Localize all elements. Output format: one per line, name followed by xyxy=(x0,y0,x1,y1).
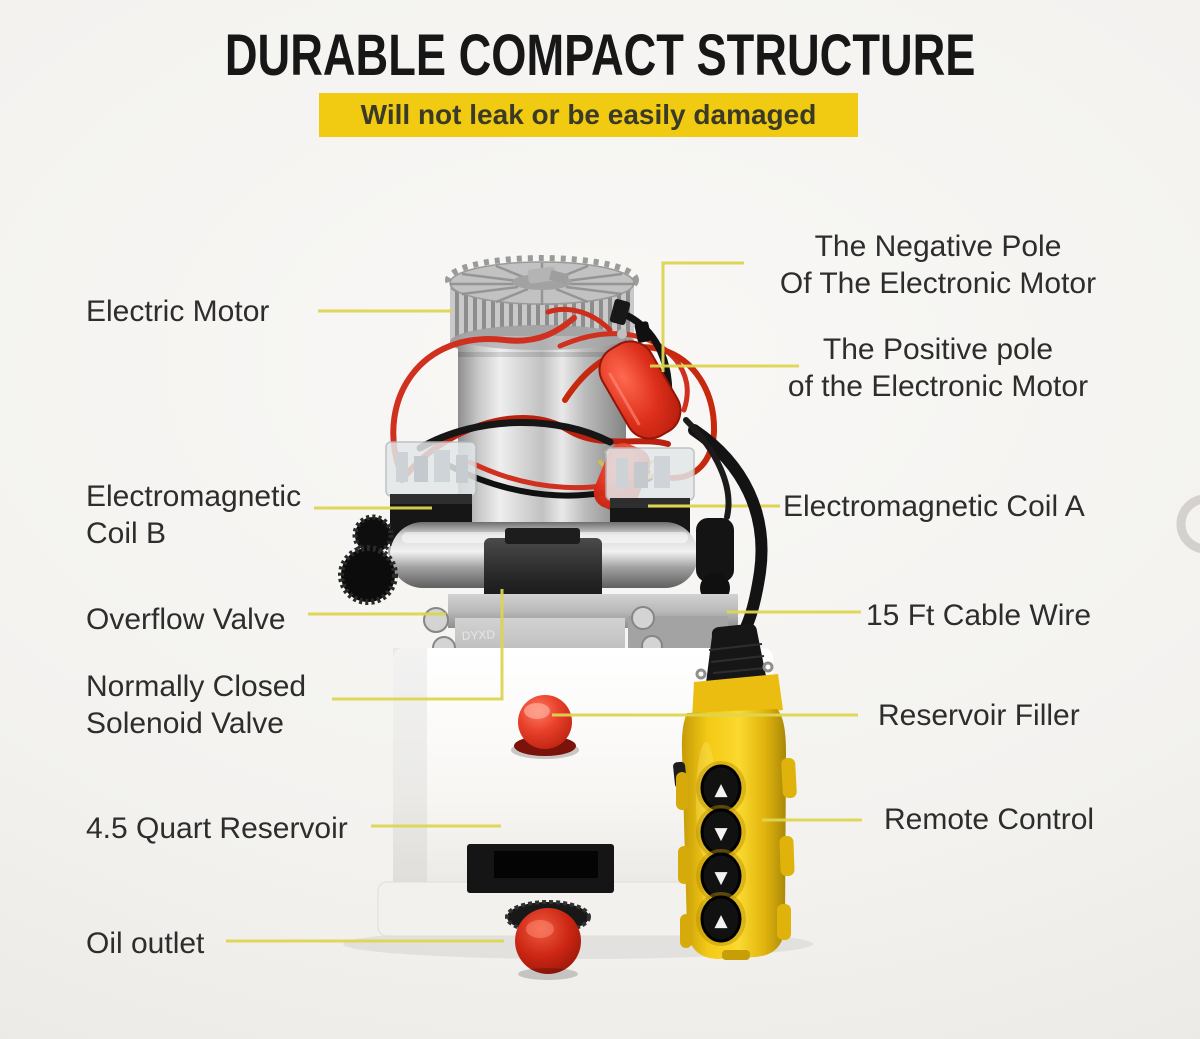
knurled-knob-small xyxy=(352,514,394,556)
overflow-valve-fitting xyxy=(423,607,449,633)
motor-hub-block2 xyxy=(549,269,569,285)
coil-b-body-top xyxy=(390,494,472,504)
coil-internal xyxy=(414,456,428,482)
red-wire xyxy=(545,307,613,333)
motor-seam-line xyxy=(458,352,626,357)
label-line: Normally Closed xyxy=(86,670,307,703)
tank-left-shade xyxy=(393,648,427,904)
page-title: DURABLE COMPACT STRUCTURE xyxy=(224,23,976,88)
coil-internal xyxy=(616,458,628,488)
label-line: Reservoir Filler xyxy=(878,699,1080,732)
pendant-bump xyxy=(678,846,690,884)
label-reservoir-filler: Reservoir Filler xyxy=(878,697,1080,734)
pendant-bump xyxy=(676,772,688,810)
label-normally-closed-solenoid-valve: Normally Closed Solenoid Valve xyxy=(86,668,306,742)
outlet-knurl xyxy=(505,900,591,934)
pendant-bump xyxy=(779,835,795,877)
pendant-hook xyxy=(695,668,707,680)
label-cable-wire: 15 Ft Cable Wire xyxy=(866,597,1091,634)
remote-button-up-icon xyxy=(700,895,742,943)
label-line: Oil outlet xyxy=(86,927,205,960)
label-line: 4.5 Quart Reservoir xyxy=(86,812,348,845)
page-title-wrap: DURABLE COMPACT STRUCTURE xyxy=(0,22,1200,89)
pendant-bump xyxy=(781,757,797,799)
label-overflow-valve: Overflow Valve xyxy=(86,601,286,638)
oil-outlet-cap xyxy=(515,908,581,974)
pendant-hook xyxy=(762,661,774,673)
reservoir-filler-cap xyxy=(518,695,572,749)
label-electromagnetic-coil-b: Electromagnetic Coil B xyxy=(86,478,301,552)
black-wire xyxy=(416,418,614,452)
remote-pendant: ▲ ▼ ▼ ▲ xyxy=(673,623,797,960)
coil-internal xyxy=(634,462,648,488)
down-arrow-icon: ▼ xyxy=(714,824,728,844)
red-wire xyxy=(390,315,577,471)
right-end-cap xyxy=(696,518,734,582)
edge-artifact-ring xyxy=(1176,495,1200,553)
label-line: Electric Motor xyxy=(86,295,270,328)
leader-negative-pole xyxy=(661,261,744,372)
leader-nc-solenoid xyxy=(332,589,504,701)
up-arrow-icon: ▲ xyxy=(714,911,728,931)
knurled-knob-large xyxy=(338,545,398,605)
tank-body xyxy=(393,648,773,904)
label-electric-motor: Electric Motor xyxy=(86,293,269,330)
label-remote-control: Remote Control xyxy=(884,801,1094,838)
pendant-collar xyxy=(692,674,783,720)
pendant-boot-ribs xyxy=(708,643,766,674)
label-line: Overflow Valve xyxy=(86,603,286,636)
wire-connector xyxy=(609,299,631,325)
label-line: 15 Ft Cable Wire xyxy=(866,599,1092,632)
block-stamp-text: DYXD xyxy=(461,627,495,643)
hex-fitting xyxy=(631,606,655,630)
up-arrow-icon: ▲ xyxy=(714,780,728,800)
filler-cap-highlight xyxy=(524,703,550,719)
down-arrow-icon: ▼ xyxy=(714,868,728,888)
pendant-bump xyxy=(680,914,692,948)
label-line: Coil B xyxy=(86,517,167,550)
pendant-buttons: ▲ ▼ ▼ ▲ xyxy=(696,761,746,946)
pendant-bump xyxy=(777,904,791,940)
coil-a-body-top xyxy=(610,498,690,508)
coil-internal xyxy=(434,450,450,482)
leader-lines xyxy=(226,261,862,943)
wire-connector xyxy=(634,321,652,343)
label-line: Solenoid Valve xyxy=(86,707,284,740)
outlet-shadow xyxy=(518,968,578,980)
pendant-cable-wire xyxy=(683,417,732,520)
label-line: Remote Control xyxy=(884,803,1095,836)
coil-internal xyxy=(456,455,468,483)
label-positive-pole: The Positive pole of the Electronic Moto… xyxy=(770,331,1106,405)
label-quart-reservoir: 4.5 Quart Reservoir xyxy=(86,810,348,847)
pendant-bottom-notch xyxy=(722,950,750,960)
terminal-dot xyxy=(617,329,627,339)
pendant-boot xyxy=(706,623,766,683)
coil-internal xyxy=(396,452,408,482)
cartridge-top xyxy=(505,528,580,544)
subtitle-banner: Will not leak or be easily damaged xyxy=(319,93,858,137)
label-line: of the Electronic Motor xyxy=(787,370,1089,403)
label-line: Electromagnetic xyxy=(86,480,302,513)
label-line: The Negative Pole xyxy=(814,230,1062,263)
positive-terminal-boot xyxy=(598,340,682,440)
label-negative-pole: The Negative Pole Of The Electronic Moto… xyxy=(770,228,1106,302)
electric-motor-graphic xyxy=(445,255,639,562)
label-line: The Positive pole xyxy=(822,333,1054,366)
label-line: Electromagnetic Coil A xyxy=(783,490,1085,523)
outlet-highlight xyxy=(526,920,554,938)
tank-label-slot-inner xyxy=(494,851,598,878)
coil-internal xyxy=(654,456,670,488)
label-electromagnetic-coil-a: Electromagnetic Coil A xyxy=(783,488,1085,525)
label-line: Of The Electronic Motor xyxy=(779,267,1097,300)
label-oil-outlet: Oil outlet xyxy=(86,925,204,962)
